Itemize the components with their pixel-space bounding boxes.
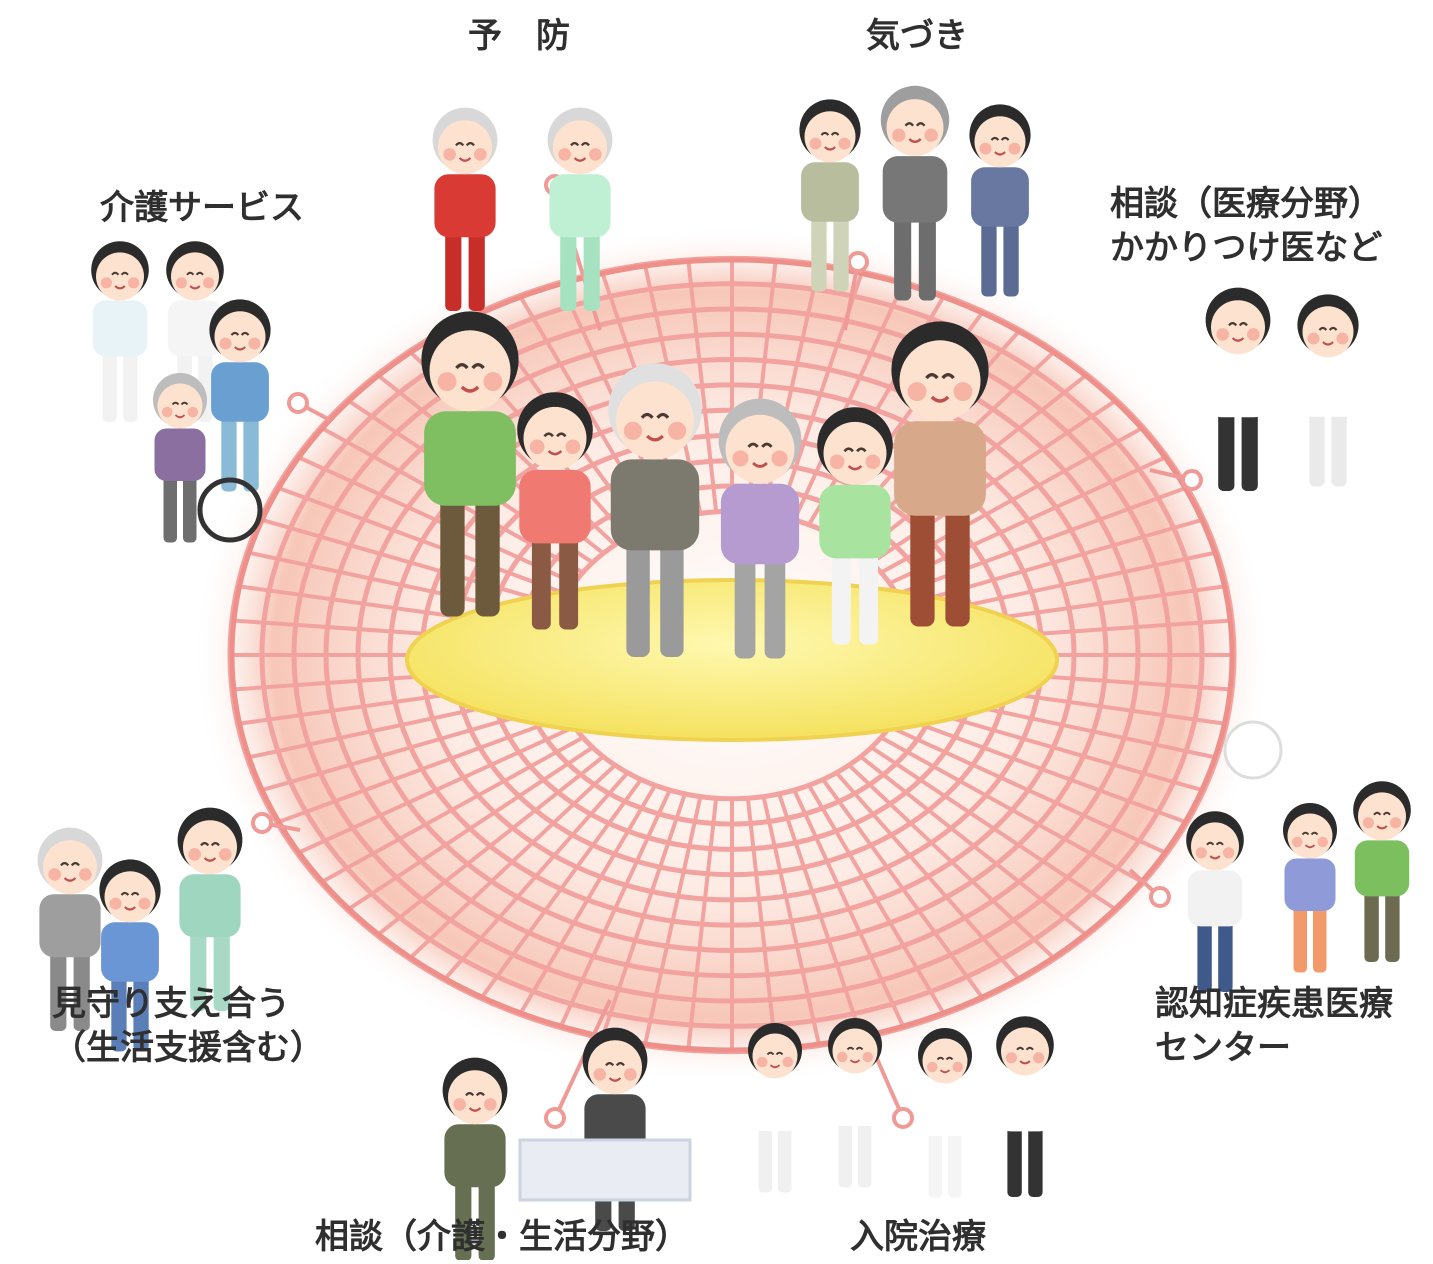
family-boy — [517, 392, 593, 630]
prevention-person-2 — [547, 107, 613, 311]
care-resident — [153, 373, 207, 543]
hospital-nurse — [918, 1028, 972, 1198]
web-spoke — [887, 724, 1166, 855]
doctor-male — [1205, 287, 1271, 491]
web-spoke — [868, 744, 1117, 911]
center-doctor — [1186, 811, 1244, 992]
center-patient-female — [1283, 803, 1337, 973]
label-dementia-center: 認知症疾患医療センター — [1155, 982, 1393, 1070]
connector-dot — [892, 1107, 914, 1129]
web-spoke — [278, 713, 570, 824]
web-spoke — [321, 734, 586, 884]
web-spoke — [776, 791, 864, 1038]
family-girl — [817, 407, 893, 645]
center-patient-male — [1353, 781, 1411, 962]
support-mother — [177, 807, 243, 1011]
label-medical-consult: 相談（医療分野）かかりつけ医など — [1110, 182, 1382, 270]
label-care-consult: 相談（介護・生活分野） — [315, 1215, 689, 1259]
web-spoke — [600, 791, 688, 1038]
web-spoke — [559, 787, 673, 1028]
label-line: 入院治療 — [850, 1217, 986, 1257]
awareness-person-3 — [969, 104, 1031, 297]
web-spoke — [820, 776, 984, 999]
web-spoke — [643, 794, 703, 1045]
web-spoke — [347, 744, 596, 911]
web-spoke — [791, 787, 905, 1028]
family-grandmother — [718, 398, 802, 659]
connector-dot — [847, 251, 869, 273]
awareness-person-2 — [880, 85, 950, 301]
web-spoke — [745, 796, 778, 1049]
web-spoke — [894, 713, 1186, 824]
prevention-person-1 — [432, 107, 498, 311]
web-outer-ring — [229, 257, 1235, 1053]
connector-line — [843, 261, 860, 331]
web-spoke — [894, 486, 1186, 597]
family-father — [421, 311, 519, 617]
care-staff-3 — [209, 299, 271, 492]
label-line: センター — [1155, 1028, 1291, 1068]
web-spoke — [261, 517, 564, 609]
label-line: 認知症疾患医療 — [1155, 984, 1393, 1024]
connector-line — [553, 999, 612, 1119]
label-line: 相談（介護・生活分野） — [315, 1217, 689, 1257]
connector-dot — [544, 1107, 566, 1129]
web-spoke — [298, 455, 577, 586]
label-awareness: 気づき — [866, 14, 968, 58]
care-staff-2 — [166, 241, 224, 422]
web-spoke — [791, 282, 905, 523]
web-spoke — [846, 762, 1055, 960]
family-grandfather — [608, 363, 702, 657]
web-spoke — [480, 776, 644, 999]
web-spoke — [858, 753, 1087, 936]
hospital-staff-1 — [748, 1023, 802, 1193]
label-care-service: 介護サービス — [100, 186, 304, 230]
figures — [37, 85, 1411, 1261]
web-spoke — [278, 486, 570, 597]
support-child — [99, 859, 161, 1052]
hospital-doctor — [996, 1016, 1054, 1197]
web-spoke — [518, 782, 658, 1015]
web-spoke — [298, 724, 577, 855]
support-grandfather — [37, 827, 103, 1031]
web-spoke — [833, 770, 1021, 980]
label-line: かかりつけ医など — [1110, 228, 1383, 268]
web-spoke — [443, 770, 631, 980]
awareness-person-1 — [799, 99, 861, 292]
label-line: 予 防 — [468, 16, 570, 56]
family-mother — [891, 321, 989, 627]
label-line: （生活支援含む） — [52, 1028, 324, 1068]
connector-dot — [1181, 469, 1203, 491]
web-spoke — [686, 261, 719, 514]
connector-dot — [1149, 886, 1171, 908]
hospital-staff-2 — [828, 1018, 882, 1188]
label-hospital: 入院治療 — [850, 1215, 986, 1259]
web-spoke — [409, 762, 618, 960]
label-watch-support: 見守り支え合う（生活支援含む） — [52, 982, 324, 1070]
connector-dot — [287, 392, 309, 414]
label-line: 相談（医療分野） — [1110, 184, 1382, 224]
connector-dot — [251, 812, 273, 834]
doctor-female — [1297, 294, 1359, 487]
web-spoke — [686, 796, 719, 1049]
wheelchair-wheel — [197, 477, 263, 543]
care-staff-1 — [91, 241, 149, 422]
label-line: 気づき — [866, 16, 968, 56]
label-prevention: 予 防 — [468, 14, 570, 58]
label-line: 見守り支え合う — [52, 984, 290, 1024]
web-spoke — [878, 734, 1143, 884]
label-line: 介護サービス — [100, 188, 304, 228]
web-spoke — [377, 753, 606, 936]
thought-bubble — [1223, 720, 1283, 780]
web-spoke — [761, 794, 821, 1045]
consult-client — [442, 1057, 508, 1261]
consult-desk — [518, 1138, 692, 1202]
web-spoke — [806, 782, 946, 1015]
